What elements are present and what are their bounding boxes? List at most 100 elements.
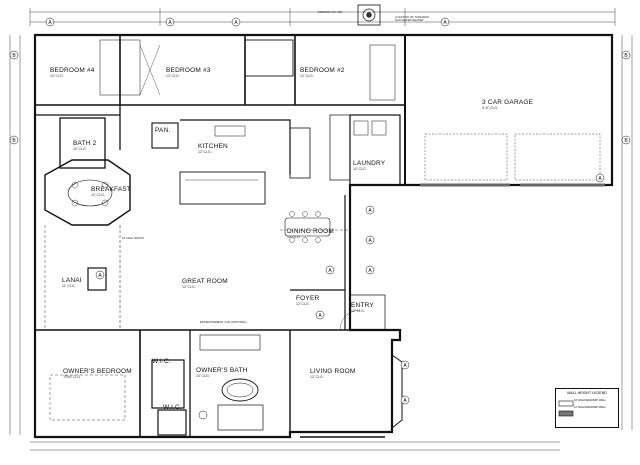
grid-marker-a-7: A: [368, 268, 372, 274]
grid-marker-b-3: B: [624, 53, 628, 59]
room-pantry: PAN.: [155, 127, 171, 134]
room-name: ENTRY: [351, 302, 374, 309]
room-ceiling: 12' CLG.: [300, 74, 314, 78]
room-living: LIVING ROOM 12' CLG.: [310, 368, 356, 379]
grid-marker-a-2: A: [168, 20, 172, 26]
ac-unit-icon: [357, 4, 381, 26]
grid-marker-icon: [9, 50, 19, 60]
grid-marker-icon: [231, 17, 241, 27]
room-ceiling: 12' CLG.: [198, 150, 212, 154]
room-foyer: FOYER 12' CLG.: [296, 295, 319, 306]
room-name: GREAT ROOM: [182, 278, 228, 285]
room-name: W.I.C.: [163, 404, 182, 411]
room-ceiling: 12' CLG.: [287, 235, 301, 239]
room-bedroom-4: BEDROOM #4 12' CLG.: [50, 67, 95, 78]
grid-marker-icon: [325, 265, 335, 275]
grid-marker-icon: [9, 135, 19, 145]
grid-marker-icon: [595, 173, 605, 183]
room-ceiling: 12' CLG.: [296, 302, 310, 306]
grid-marker-icon: [365, 235, 375, 245]
room-ceiling: 10' CLG.: [73, 147, 87, 151]
room-ceiling: TRAY CLG.: [63, 375, 82, 379]
room-bedroom-3: BEDROOM #3 12' CLG.: [166, 67, 211, 78]
note-soffit: 12' HIGH SOFFIT: [122, 236, 145, 240]
room-bath-2: BATH 2 10' CLG.: [73, 140, 96, 151]
room-name: LIVING ROOM: [310, 368, 356, 375]
room-breakfast: BREAKFAST 12' CLG.: [91, 186, 131, 197]
room-great-room: GREAT ROOM 12' CLG.: [182, 278, 228, 289]
room-name: BATH 2: [73, 140, 97, 147]
room-ceiling: 12' CLG.: [166, 74, 180, 78]
room-ceiling: 12' CLG.: [91, 193, 105, 197]
grid-marker-icon: [95, 270, 105, 280]
grid-marker-a-9: A: [403, 398, 407, 404]
legend-item-12ft: 12' HIGH MASONRY WALL: [574, 406, 607, 409]
room-ceiling: 10' CLG.: [196, 374, 210, 378]
grid-marker-icon: [621, 135, 631, 145]
grid-marker-icon: [365, 265, 375, 275]
grid-marker-b-1: B: [12, 53, 16, 59]
room-name: BEDROOM #2: [300, 67, 345, 74]
grid-marker-icon: [400, 395, 410, 405]
room-name: BEDROOM #3: [166, 67, 211, 74]
room-name: OWNER'S BATH: [196, 367, 248, 374]
grid-marker-a-13: A: [598, 176, 602, 182]
grid-marker-a-6: A: [368, 238, 372, 244]
grid-marker-icon: [315, 310, 325, 320]
room-ceiling: 10' CLG.: [353, 167, 367, 171]
room-name: 3 CAR GARAGE: [482, 99, 534, 106]
room-name: KITCHEN: [198, 143, 228, 150]
room-owners-bedroom: OWNER'S BEDROOM TRAY CLG.: [63, 368, 132, 379]
room-wic-1: W.I.C.: [152, 358, 171, 365]
note-ac-util: PRIMARY A/C UTIL: [318, 10, 343, 14]
grid-marker-a-8: A: [403, 363, 407, 369]
room-ceiling: 11' CLG.: [62, 284, 76, 288]
wall-height-legend: WALL HEIGHT LEGEND 10' HIGH MASONRY WALL…: [555, 388, 619, 428]
grid-marker-b-4: B: [624, 138, 628, 144]
grid-marker-a-4: A: [443, 20, 447, 26]
room-bedroom-2: BEDROOM #2 12' CLG.: [300, 67, 345, 78]
room-ceiling: 12' CLG.: [50, 74, 64, 78]
legend-title: WALL HEIGHT LEGEND: [567, 391, 607, 395]
room-entry: ENTRY 12' CLG.: [351, 302, 374, 313]
grid-marker-a-1: A: [48, 20, 52, 26]
room-name: OWNER'S BEDROOM: [63, 368, 132, 375]
grid-marker-a-3: A: [234, 20, 238, 26]
room-garage: 3 CAR GARAGE 9'-6" CLG.: [482, 99, 533, 110]
grid-marker-icon: [45, 17, 55, 27]
room-owners-bath: OWNER'S BATH 10' CLG.: [196, 367, 248, 378]
note-water-heater: LOCATION OF TANKLESS GAS WATER HEATER: [395, 15, 429, 23]
legend-swatch-icon: [558, 400, 574, 417]
room-ceiling: 12' CLG.: [310, 375, 324, 379]
room-name: W.I.C.: [152, 358, 171, 365]
room-laundry: LAUNDRY 10' CLG.: [353, 160, 385, 171]
room-lanai: LANAI 11' CLG.: [62, 277, 82, 288]
grid-marker-icon: [365, 205, 375, 215]
room-ceiling: 12' CLG.: [351, 309, 365, 313]
grid-marker-a-10: A: [98, 273, 102, 279]
room-name: PAN.: [155, 127, 171, 134]
legend-item-10ft: 10' HIGH MASONRY WALL: [574, 399, 607, 402]
room-name: DINING ROOM: [287, 228, 334, 235]
grid-marker-icon: [440, 17, 450, 27]
room-name: FOYER: [296, 295, 320, 302]
grid-marker-a-5: A: [368, 208, 372, 214]
note-entertainment: ENTERTAINMENT CTR (OPTIONAL): [200, 320, 247, 324]
room-ceiling: 9'-6" CLG.: [482, 106, 499, 110]
grid-marker-icon: [400, 360, 410, 370]
room-name: BREAKFAST: [91, 186, 132, 193]
room-name: LANAI: [62, 277, 82, 284]
room-name: LAUNDRY: [353, 160, 386, 167]
grid-marker-icon: [621, 50, 631, 60]
room-wic-2: W.I.C.: [163, 404, 182, 411]
grid-marker-a-12: A: [318, 313, 322, 319]
grid-marker-b-2: B: [12, 138, 16, 144]
room-ceiling: 12' CLG.: [182, 285, 196, 289]
room-name: BEDROOM #4: [50, 67, 95, 74]
grid-marker-icon: [165, 17, 175, 27]
room-kitchen: KITCHEN 12' CLG.: [198, 143, 228, 154]
room-dining: DINING ROOM 12' CLG.: [287, 228, 334, 239]
grid-marker-a-11: A: [328, 268, 332, 274]
